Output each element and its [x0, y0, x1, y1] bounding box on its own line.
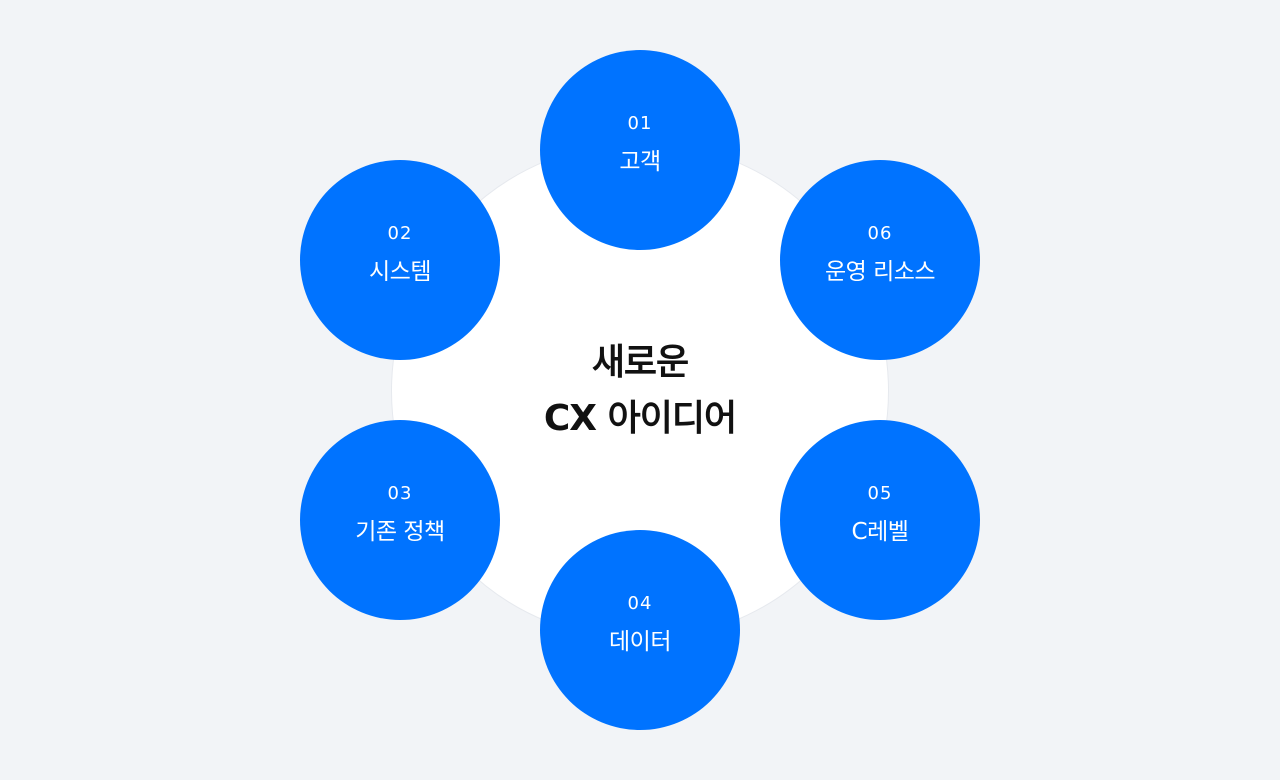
node-label: 데이터 [609, 629, 671, 655]
node-number: 05 [867, 483, 893, 504]
node-06-operation-resources: 06 운영 리소스 [780, 160, 980, 360]
node-label: C레벨 [851, 519, 909, 545]
node-number: 06 [867, 223, 893, 244]
node-05-c-level: 05 C레벨 [780, 420, 980, 620]
node-number: 03 [387, 483, 413, 504]
center-title-line-1: 새로운 [591, 342, 689, 383]
node-02-system: 02 시스템 [300, 160, 500, 360]
node-label: 기존 정책 [355, 519, 445, 545]
node-03-existing-policy: 03 기존 정책 [300, 420, 500, 620]
node-number: 01 [627, 113, 653, 134]
center-title-line-2: CX 아이디어 [543, 398, 737, 439]
node-number: 04 [627, 593, 653, 614]
node-label: 운영 리소스 [824, 259, 936, 285]
node-label: 시스템 [369, 259, 431, 285]
node-label: 고객 [619, 149, 661, 175]
node-01-customer: 01 고객 [540, 50, 740, 250]
node-number: 02 [387, 223, 413, 244]
node-04-data: 04 데이터 [540, 530, 740, 730]
